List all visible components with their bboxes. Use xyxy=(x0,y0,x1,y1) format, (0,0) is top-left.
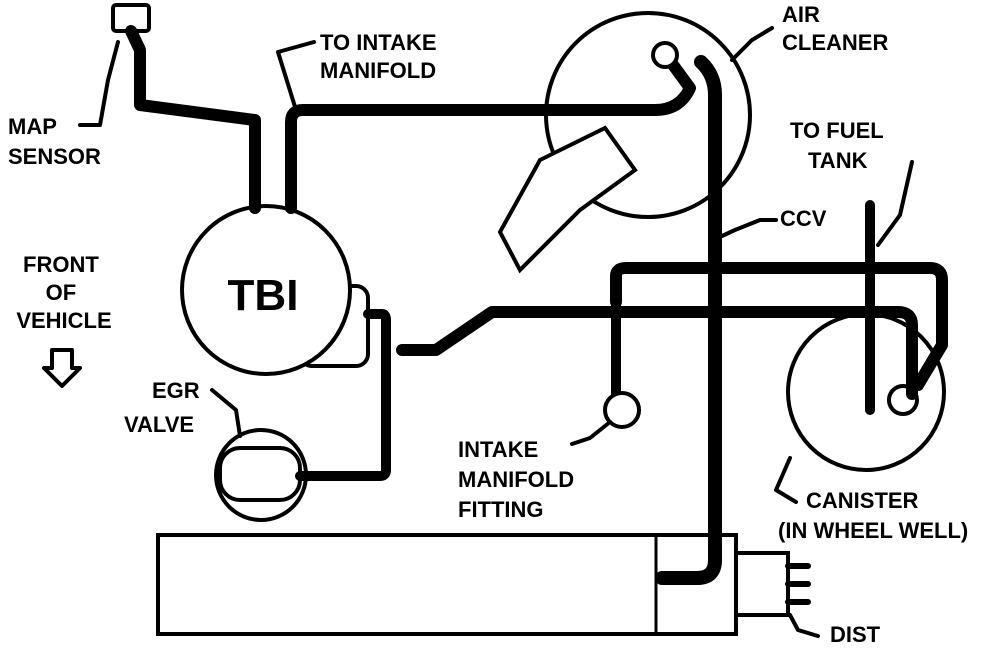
egr-valve-label: EGR VALVE xyxy=(124,378,206,437)
tbi-unit xyxy=(180,204,370,376)
engine-block xyxy=(156,533,738,636)
map-sensor-label: MAP SENSOR xyxy=(8,114,101,169)
air-cleaner-label: AIR CLEANER xyxy=(782,2,888,55)
dist-label: DIST xyxy=(830,622,881,646)
intake-manifold-fitting xyxy=(603,391,641,429)
down-arrow-icon xyxy=(42,348,82,388)
air-cleaner-fitting xyxy=(651,41,679,69)
vacuum-hoses xyxy=(125,25,948,585)
to-fuel-tank-label: TO FUEL TANK xyxy=(790,118,889,173)
front-of-vehicle-label: FRONT OF VEHICLE xyxy=(16,252,111,333)
ccv-label: CCV xyxy=(780,206,827,231)
distributor xyxy=(734,551,811,617)
egr-valve xyxy=(214,428,308,522)
leader-lines xyxy=(78,26,914,638)
tbi-label: TBI xyxy=(228,271,299,320)
to-intake-manifold-label: TO INTAKE MANIFOLD xyxy=(320,30,443,83)
intake-manifold-fitting-label: INTAKE MANIFOLD FITTING xyxy=(458,437,580,522)
canister-label: CANISTER (IN WHEEL WELL) xyxy=(778,488,968,543)
